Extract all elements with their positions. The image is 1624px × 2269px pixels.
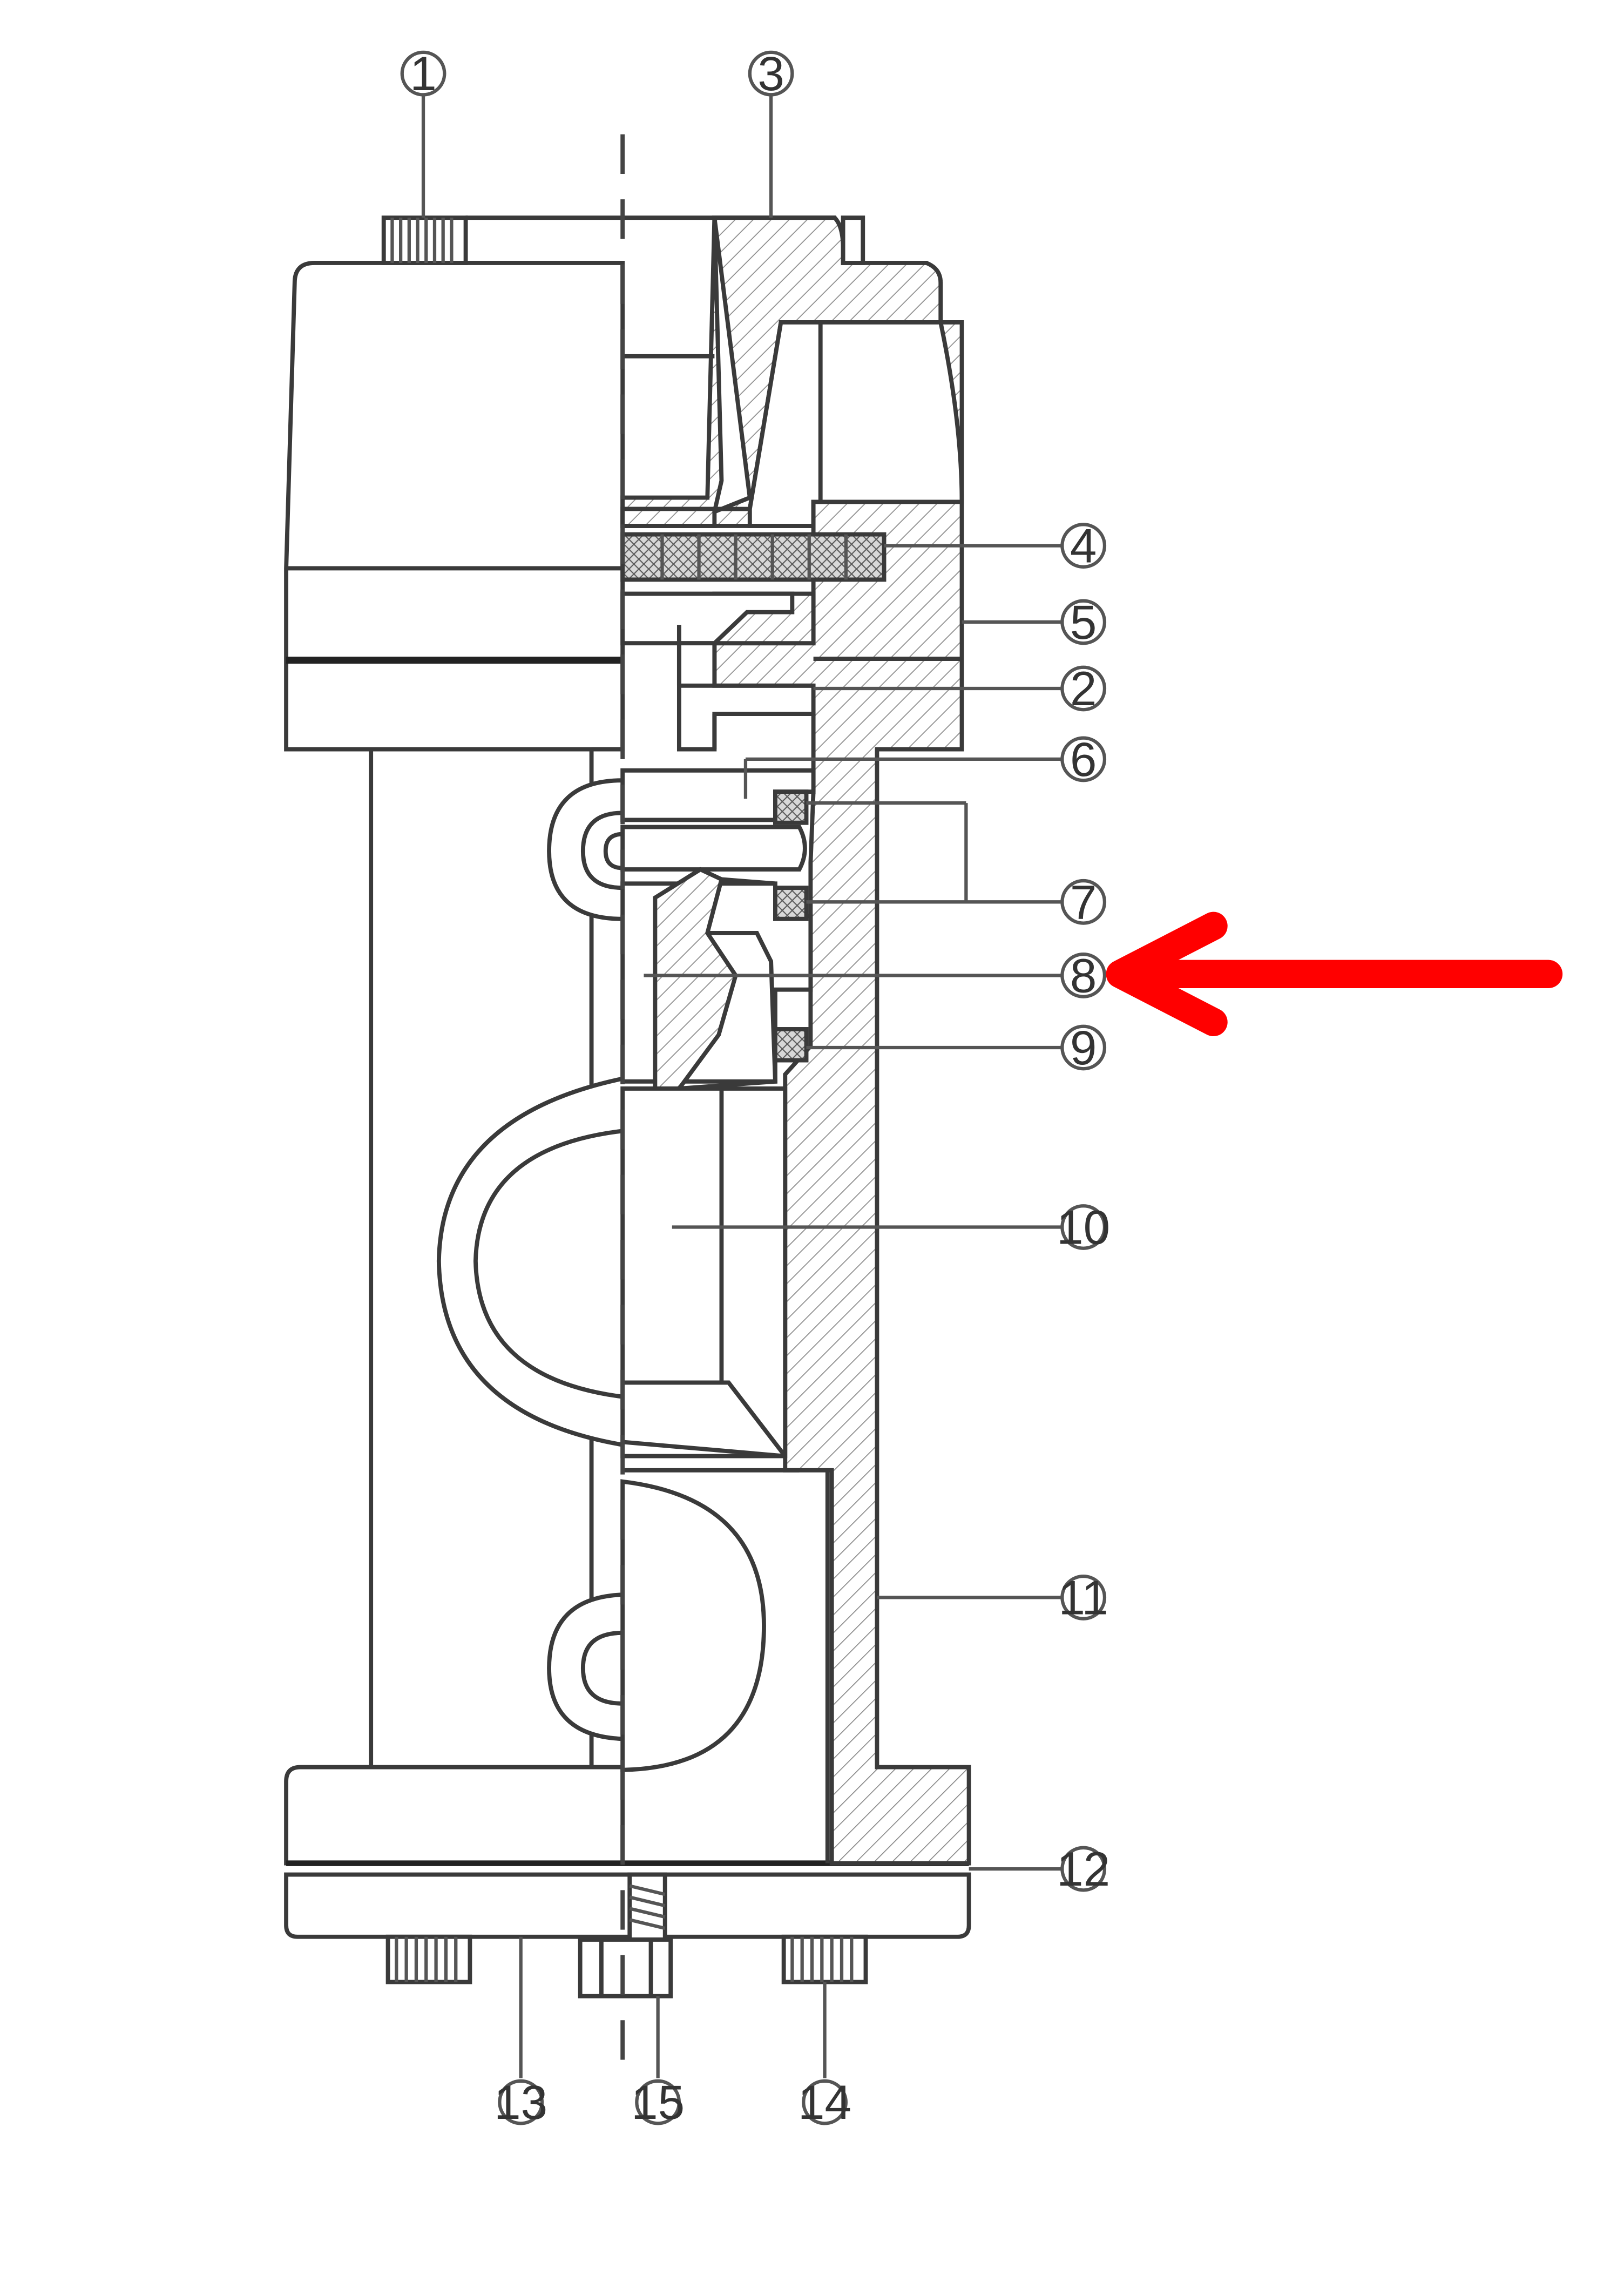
- callout-14: 14: [798, 2075, 851, 2129]
- callout-11-circle: [1060, 1575, 1107, 1620]
- seal-lower: [773, 1027, 809, 1063]
- callout-6: 6: [1060, 732, 1107, 786]
- callout-8-circle: [1060, 953, 1107, 998]
- callout-7-label: 7: [1070, 875, 1097, 929]
- callout-10-circle: [1060, 1204, 1107, 1250]
- callout-2-label: 2: [1070, 661, 1097, 715]
- callout-1: 1: [400, 46, 446, 100]
- callout-13: 13: [494, 2075, 547, 2129]
- callout-2-circle: [1060, 665, 1107, 712]
- callout-12-label: 12: [1057, 1842, 1110, 1896]
- drain-plug: [578, 1937, 673, 1998]
- seal-upper: [773, 789, 809, 825]
- callout-7-circle: [1060, 879, 1107, 925]
- seal-middle: [773, 886, 809, 921]
- callout-3-circle: [748, 50, 794, 97]
- callout-11-label: 11: [1058, 1570, 1108, 1624]
- callout-15: 15: [631, 2075, 685, 2129]
- callout-15-circle: [635, 2079, 681, 2125]
- callout-3-label: 3: [757, 46, 784, 100]
- callout-4-circle: [1060, 523, 1107, 569]
- callout-4-label: 4: [1070, 519, 1097, 573]
- callout-11: 11: [1058, 1570, 1108, 1624]
- highlight-arrow-icon: [1106, 911, 1563, 1037]
- callout-8-label: 8: [1070, 948, 1097, 1002]
- callout-2: 2: [1060, 661, 1107, 715]
- callout-13-circle: [498, 2079, 544, 2125]
- callout-12-circle: [1060, 1846, 1107, 1892]
- callout-4: 4: [1060, 519, 1107, 573]
- callout-1-circle: [400, 50, 446, 97]
- callout-9-label: 9: [1070, 1021, 1097, 1075]
- callout-8: 8: [1060, 948, 1107, 1002]
- callout-6-label: 6: [1070, 732, 1097, 786]
- callout-3: 3: [748, 46, 794, 100]
- callout-9: 9: [1060, 1021, 1107, 1075]
- callout-15-label: 15: [631, 2075, 685, 2129]
- bonnet-outline: [284, 261, 625, 752]
- callout-5-circle: [1060, 599, 1107, 645]
- callout-5-label: 5: [1070, 595, 1097, 649]
- callout-14-label: 14: [798, 2075, 851, 2129]
- sectioned-view: [578, 215, 971, 1998]
- callout-14-circle: [802, 2079, 848, 2125]
- callout-10: 10: [1057, 1200, 1110, 1254]
- exterior-view: [284, 215, 971, 1984]
- callout-1-label: 1: [410, 46, 437, 100]
- callout-13-label: 13: [494, 2075, 547, 2129]
- callout-7: 7: [1060, 875, 1107, 929]
- callout-5: 5: [1060, 595, 1107, 649]
- callout-12: 12: [1057, 1842, 1110, 1896]
- leader-lines: [421, 94, 1061, 2078]
- callout-9-circle: [1060, 1024, 1107, 1071]
- callout-10-label: 10: [1057, 1200, 1110, 1254]
- callout-6-circle: [1060, 736, 1107, 782]
